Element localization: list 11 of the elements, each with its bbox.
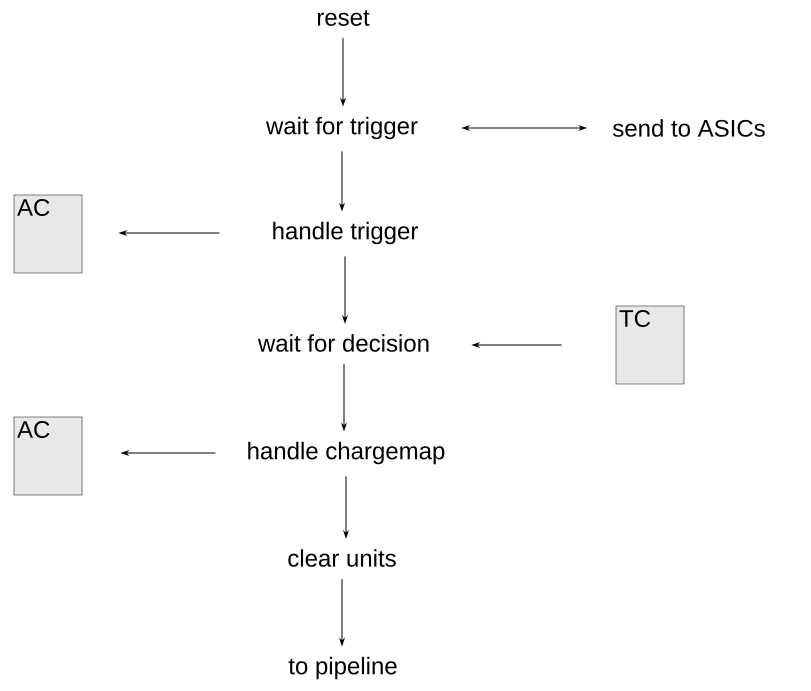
- box: AC: [14, 416, 82, 496]
- box: AC: [14, 194, 82, 274]
- box: TC: [616, 306, 684, 384]
- state-label: handle chargemap: [248, 442, 444, 464]
- state-label: clear units: [288, 549, 396, 567]
- state-label: wait for decision: [258, 334, 428, 352]
- state-label: wait for trigger: [266, 116, 418, 140]
- state-label: handle trigger: [273, 222, 418, 244]
- state-label: send to ASICs: [612, 119, 765, 137]
- state-label: reset: [318, 10, 370, 26]
- state-label: to pipeline: [288, 656, 397, 680]
